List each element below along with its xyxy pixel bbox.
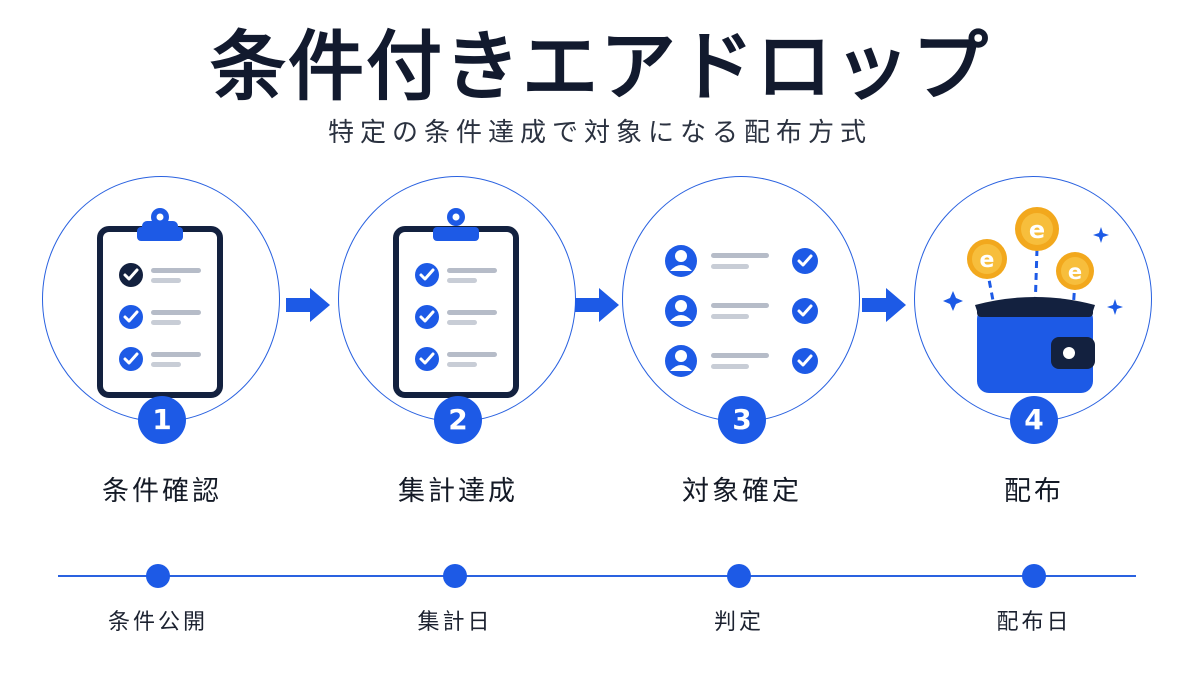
coin-icon: e: [1015, 207, 1059, 251]
timeline-label-3: 判定: [713, 610, 764, 635]
step-1-label: 条件確認: [102, 476, 222, 507]
timeline-line: [58, 575, 1136, 577]
step-2-badge: 2: [434, 396, 482, 444]
sparkle-icon: [943, 291, 963, 311]
step-2: 2 集計達成: [338, 176, 578, 516]
step-1: 1 条件確認: [42, 176, 282, 516]
sparkle-icon: [1107, 299, 1123, 315]
step-3-label: 対象確定: [682, 476, 802, 507]
user-row: [665, 245, 818, 277]
checklist-clipboard-icon: [393, 208, 519, 398]
sparkle-icon: [1093, 227, 1109, 243]
arrow-right-icon: [286, 286, 332, 324]
wallet-coins-icon: e e e: [943, 207, 1123, 393]
timeline-label-2: 集計日: [417, 610, 493, 635]
user-row: [665, 295, 818, 327]
step-2-circle: [338, 176, 576, 422]
timeline-label-4: 配布日: [996, 610, 1072, 635]
arrow-right-icon: [575, 286, 621, 324]
coin-glyph-3: e: [1068, 260, 1082, 284]
step-2-label: 集計達成: [398, 476, 518, 507]
step-1-badge: 1: [138, 396, 186, 444]
step-3-badge: 3: [718, 396, 766, 444]
page-subtitle: 特定の条件達成で対象になる配布方式: [327, 118, 872, 148]
timeline-dot-2: [443, 564, 467, 588]
step-4-circle: e e e: [914, 176, 1152, 422]
timeline-dot-3: [727, 564, 751, 588]
coin-icon: e: [967, 239, 1007, 279]
coin-icon: e: [1056, 252, 1094, 290]
user-list-icon: [665, 245, 818, 377]
step-4-badge: 4: [1010, 396, 1058, 444]
page-title: 条件付きエアドロップ: [210, 22, 990, 111]
step-3-circle: [622, 176, 860, 422]
step-1-circle: [42, 176, 280, 422]
checklist-clipboard-icon: [97, 208, 223, 398]
arrow-right-icon: [862, 286, 908, 324]
coin-glyph-2: e: [1029, 216, 1045, 244]
step-4: e e e 4 配布: [914, 176, 1154, 516]
timeline-dot-4: [1022, 564, 1046, 588]
coin-glyph-1: e: [980, 248, 995, 273]
timeline-dot-1: [146, 564, 170, 588]
user-row: [665, 345, 818, 377]
step-3: 3 対象確定: [622, 176, 862, 516]
timeline-label-1: 条件公開: [107, 610, 208, 635]
step-4-label: 配布: [1004, 476, 1064, 507]
